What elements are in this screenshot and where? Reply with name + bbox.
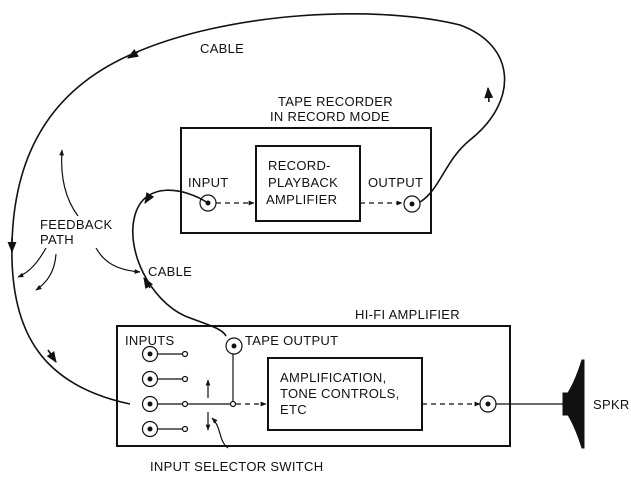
tape-recorder-title-2: IN RECORD MODE [270,109,390,124]
feedback-pointer-left [17,247,47,278]
input-jack-1 [141,345,189,363]
tape-cable-arrow-lower [143,277,154,289]
input-jack-3 [141,395,189,413]
selector-pivot [229,400,237,408]
recorder-output-jack-center [409,201,415,207]
recorder-output-jack [403,195,421,213]
feedback-label-2: PATH [40,232,74,247]
speaker-label: SPKR [593,397,630,412]
input-jack-2 [141,370,189,388]
amplifier-label-1: RECORD- [268,158,331,173]
cable-label-top: CABLE [200,41,244,56]
tape-cable [132,189,227,337]
tape-output-jack-center [231,343,237,349]
amplification-label-1: AMPLIFICATION, [280,370,387,385]
output-label: OUTPUT [368,175,423,190]
feedback-cable-loop [11,13,506,405]
selector-pointer [211,417,229,449]
record-playback-amplifier-box [255,145,361,222]
input-selector-switch-label: INPUT SELECTOR SWITCH [150,459,323,474]
hifi-amplifier-box [116,325,511,447]
amplification-box [267,357,423,431]
inputs-label: INPUTS [125,333,174,348]
tape-recorder-box [180,127,432,234]
amplification-label-2: TONE CONTROLS, [280,386,400,401]
tape-output-jack [225,337,243,355]
feedback-pointer-right [95,247,141,274]
feedback-pointer-down [35,253,57,291]
speaker-output-jack-center [485,401,491,407]
input-jack-4 [141,420,189,438]
cable-arrow-right [484,86,494,103]
amplification-label-3: ETC [280,402,307,417]
amplifier-label-3: AMPLIFIER [266,192,337,207]
feedback-label-1: FEEDBACK [40,217,113,232]
cable-arrow-upper-left [127,48,139,59]
cable-label-mid: CABLE [148,264,192,279]
input-label: INPUT [188,175,229,190]
tape-cable-arrow-upper [144,192,155,204]
tape-recorder-title-1: TAPE RECORDER [278,94,393,109]
tape-output-label: TAPE OUTPUT [245,333,338,348]
amplifier-label-2: PLAYBACK [268,175,338,190]
speaker-icon [562,359,585,449]
feedback-pointer-up [59,149,79,217]
hifi-amplifier-title: HI-FI AMPLIFIER [355,307,460,322]
cable-arrow-lower-left [46,349,57,363]
